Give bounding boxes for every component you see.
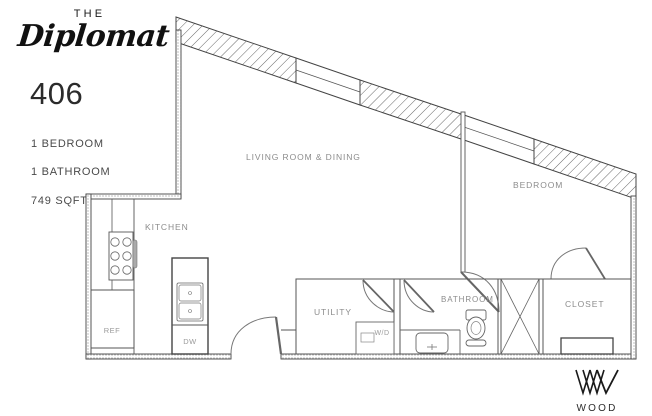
kitchen-cabinet-run	[90, 198, 135, 355]
washer-dryer-label: W/D	[374, 330, 389, 337]
right-exterior-wall	[630, 195, 637, 360]
closet-label: CLOSET	[565, 299, 604, 309]
bathroom-label: BATHROOM	[441, 295, 494, 304]
exterior-walls	[85, 16, 637, 360]
shower-shaft	[500, 278, 540, 355]
kitchen-label: KITCHEN	[145, 222, 189, 232]
unit-number: 406	[30, 76, 84, 111]
top-exterior-wall	[175, 16, 637, 200]
interior-partitions	[281, 278, 631, 354]
washer-dryer-icon	[355, 321, 395, 355]
bedroom-partition-wall	[460, 111, 466, 273]
entry-door	[230, 316, 283, 355]
sink-basin-icon	[415, 332, 449, 354]
dishwasher-label: DW	[183, 337, 197, 346]
builder-logo: WOOD	[558, 367, 636, 414]
kitchen-top-exterior-wall	[85, 193, 182, 200]
range-cooktop-icon	[108, 231, 138, 281]
closet: CLOSET	[542, 247, 632, 355]
sink-icon	[176, 282, 204, 322]
toilet-icon	[465, 309, 487, 347]
spec-bedroom-count: 1 BEDROOM	[31, 138, 104, 150]
spec-bathroom-count: 1 BATHROOM	[31, 166, 111, 178]
bedroom-label: BEDROOM	[513, 180, 563, 190]
brand-logo: THE Diplomat	[16, 8, 171, 54]
refrigerator-icon	[90, 289, 135, 349]
bathroom: BATHROOM	[399, 278, 499, 355]
window-opening	[463, 114, 535, 165]
builder-wordmark: WOOD	[576, 403, 618, 414]
utility-label: UTILITY	[314, 307, 352, 317]
window-opening	[295, 57, 361, 106]
left-exterior-wall	[85, 193, 92, 360]
utility-room: W/D UTILITY	[295, 278, 395, 355]
bottom-exterior-wall-right	[280, 353, 637, 360]
bedroom-door	[460, 271, 500, 313]
unit-info-panel: THE Diplomat 406 1 BEDROOM 1 BATHROOM 74…	[0, 0, 175, 416]
wall-segment	[533, 138, 637, 200]
wall-segment	[359, 79, 465, 141]
kitchen-area: REF DW KITCHEN	[90, 198, 209, 355]
wall-segment	[175, 16, 297, 84]
living-room-label: LIVING ROOM & DINING	[246, 152, 361, 162]
closet-shelf	[560, 337, 614, 355]
spec-square-footage: 749 SQFT	[31, 195, 88, 207]
w-monogram-icon	[575, 369, 619, 396]
refrigerator-label: REF	[104, 326, 121, 335]
bottom-exterior-wall-left	[85, 353, 232, 360]
brand-prefix: THE	[73, 8, 106, 20]
left-upper-exterior-wall	[175, 29, 182, 199]
